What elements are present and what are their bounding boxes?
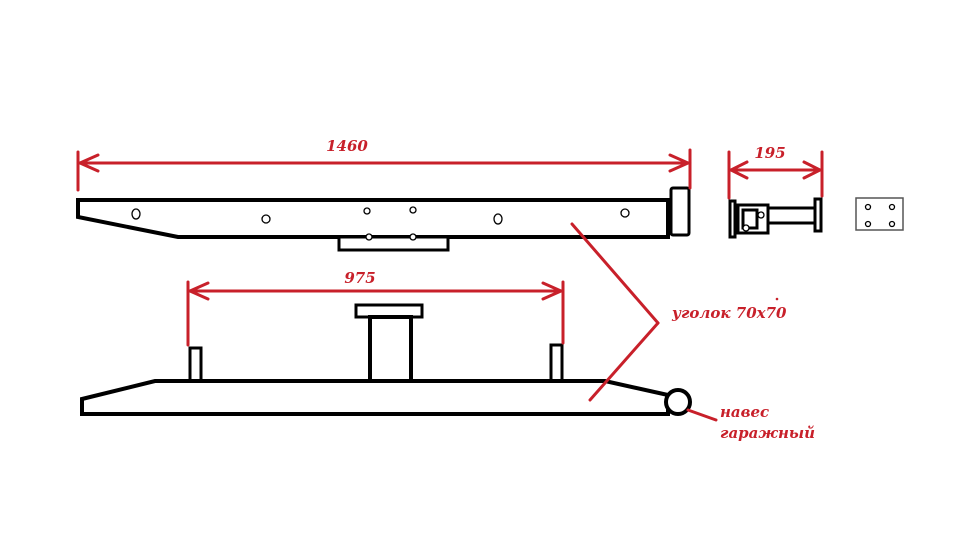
bracket-inner-block	[741, 208, 759, 230]
dimension-label-1460: 1460	[326, 137, 368, 155]
plate-hole	[864, 203, 872, 211]
angle-callout: уголок 70х70	[570, 222, 787, 402]
upper-beam	[76, 186, 691, 252]
bottom-pad	[337, 235, 450, 252]
plate-outline	[855, 197, 904, 231]
plate-hole	[864, 220, 872, 228]
mount-hole	[363, 207, 371, 215]
bracket-arm	[766, 206, 818, 225]
mount-hole	[493, 213, 503, 225]
bracket-end-plate	[813, 197, 823, 233]
mount-hole	[409, 206, 417, 214]
mounting-plate	[855, 197, 904, 231]
hinge-label-line2: гаражный	[720, 424, 815, 442]
dimension-label-975: 975	[344, 269, 375, 287]
bracket-hole	[742, 224, 750, 232]
angle-label: уголок 70х70	[671, 304, 787, 322]
plate-hole	[888, 203, 896, 211]
lower-frame	[80, 303, 692, 416]
pad-hole	[409, 233, 417, 241]
pad-hole	[365, 233, 373, 241]
end-plate	[669, 186, 691, 237]
garage-hinge	[664, 388, 692, 416]
dimension-support-spacing: 975	[186, 269, 565, 347]
bracket-back-plate	[728, 199, 737, 239]
plate-hole	[888, 220, 896, 228]
hinge-callout: навес гаражный	[686, 403, 815, 442]
mount-hole	[261, 214, 271, 224]
dimension-bracket-width: 195	[727, 144, 824, 200]
support-post-left	[188, 346, 203, 383]
dimension-label-195: 195	[754, 144, 785, 162]
mount-hole	[620, 208, 630, 218]
lower-frame-outline	[80, 379, 670, 416]
dimension-overall-length: 1460	[76, 137, 692, 192]
support-post-right	[549, 343, 564, 383]
bracket-hole	[757, 211, 765, 219]
side-bracket	[728, 197, 823, 239]
mount-hole	[131, 208, 141, 220]
lift-column	[368, 315, 413, 383]
hinge-label-line1: навес	[720, 403, 769, 421]
callout-dot	[775, 297, 779, 301]
